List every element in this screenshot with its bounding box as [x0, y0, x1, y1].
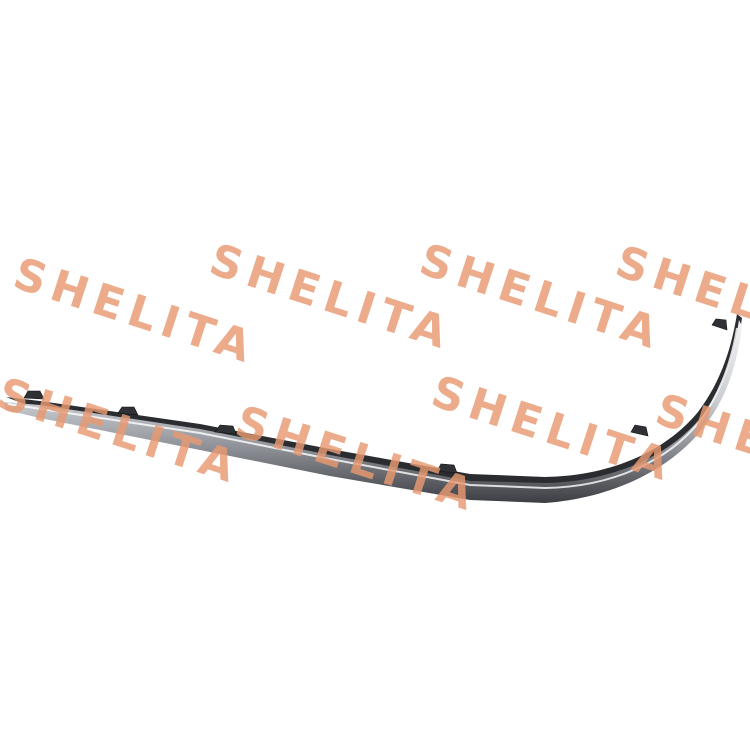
mounting-clip [711, 318, 728, 331]
trim-highlight [7, 327, 738, 490]
mounting-clip [436, 463, 458, 474]
mounting-clip [117, 406, 139, 416]
mounting-clip [214, 424, 237, 435]
trim-chrome-face [4, 320, 742, 503]
mounting-clip [23, 390, 45, 400]
mounting-clip [630, 424, 649, 437]
mounting-clips [23, 318, 728, 474]
